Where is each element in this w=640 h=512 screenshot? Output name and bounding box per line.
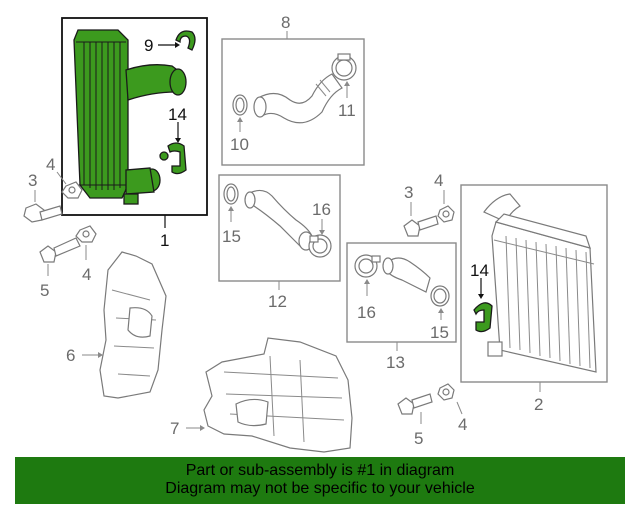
callout-7: 7 <box>170 419 179 438</box>
callout-4-upper-right: 4 <box>434 171 443 190</box>
callout-16-left: 16 <box>312 200 331 219</box>
callout-10: 10 <box>230 135 249 154</box>
callout-12: 12 <box>268 292 287 311</box>
intercooler-part-2[interactable] <box>483 193 597 373</box>
callout-16-right: 16 <box>357 303 376 322</box>
callout-5-right: 5 <box>414 429 423 448</box>
hose-part-8[interactable] <box>253 73 343 124</box>
bracket-part-14-left[interactable] <box>159 142 187 175</box>
callout-15-right: 15 <box>430 323 449 342</box>
seal-ring-part-15-right[interactable] <box>430 285 450 307</box>
callout-14-right: 14 <box>470 261 489 280</box>
callout-11: 11 <box>338 101 356 120</box>
part-13-box <box>346 242 457 343</box>
intercooler-part-1[interactable] <box>73 29 187 205</box>
part-8-box <box>221 38 365 166</box>
nut-part-4-lower-right[interactable] <box>437 383 455 401</box>
callout-15-left: 15 <box>222 227 241 246</box>
callout-8: 8 <box>281 13 290 32</box>
banner-line-2: Diagram may not be specific to your vehi… <box>165 480 475 497</box>
hose-part-13[interactable] <box>382 257 431 293</box>
nut-part-4-upper-right[interactable] <box>437 205 455 223</box>
seal-ring-part-10[interactable] <box>232 94 248 116</box>
banner-line-1: Part or sub-assembly is #1 in diagram <box>185 462 455 479</box>
bolt-part-3-left[interactable] <box>23 203 63 223</box>
seal-ring-part-15-left[interactable] <box>223 183 239 205</box>
bolt-part-5-left[interactable] <box>39 237 81 263</box>
nut-part-4-upper-left[interactable] <box>61 181 83 199</box>
nut-part-4-lower-left[interactable] <box>75 225 97 243</box>
callout-14-left: 14 <box>168 105 187 124</box>
parts-diagram: 9 14 1 8 10 11 12 15 16 <box>23 13 608 453</box>
bolt-part-5-right[interactable] <box>397 393 433 415</box>
bracket-part-14-right[interactable] <box>473 302 493 333</box>
callout-4-lower-left: 4 <box>82 265 91 284</box>
info-banner: Part or sub-assembly is #1 in diagram Di… <box>15 457 625 504</box>
part-1-box <box>61 17 208 216</box>
hose-clip-part-9[interactable] <box>175 30 196 51</box>
clamp-part-16-left[interactable] <box>308 234 332 258</box>
part-2-box <box>460 184 608 383</box>
callout-9: 9 <box>144 36 153 55</box>
callout-6: 6 <box>66 346 75 365</box>
air-duct-part-6[interactable] <box>99 251 167 399</box>
callout-4-upper-left: 4 <box>46 155 55 174</box>
callout-3-right: 3 <box>404 183 413 202</box>
callout-5-left: 5 <box>40 281 49 300</box>
clamp-part-16-right[interactable] <box>354 254 381 278</box>
hose-part-12[interactable] <box>244 189 314 251</box>
callout-1: 1 <box>160 231 169 250</box>
callout-13: 13 <box>386 353 405 372</box>
air-guide-part-7[interactable] <box>203 337 353 453</box>
callout-2: 2 <box>534 395 543 414</box>
callout-3-left: 3 <box>28 171 37 190</box>
clamp-part-11[interactable] <box>331 53 357 81</box>
callout-4-lower-right: 4 <box>458 415 467 434</box>
bolt-part-3-right[interactable] <box>403 215 439 237</box>
